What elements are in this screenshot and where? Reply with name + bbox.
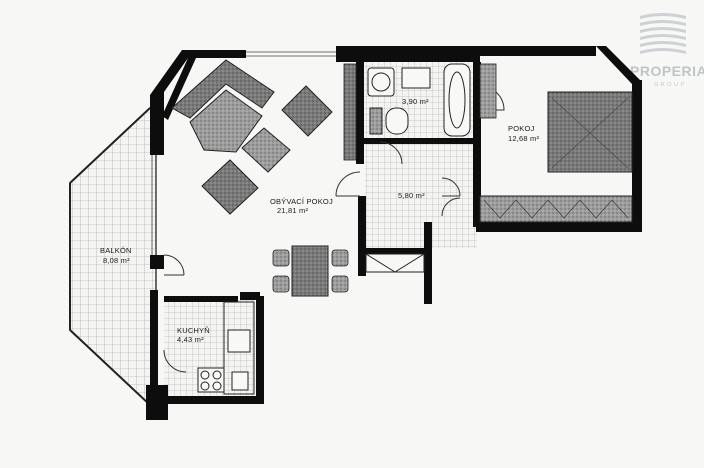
armchair [281, 85, 333, 137]
coffee-table [241, 127, 291, 173]
shaft [365, 253, 425, 273]
rug [201, 159, 259, 215]
dining-chairs [272, 249, 349, 293]
living-furniture [171, 59, 349, 297]
bathroom-area: 3,90 m² [402, 97, 429, 106]
kitchen-area: 4,43 m² [177, 335, 204, 344]
logo-subtitle: GROUP [654, 82, 687, 88]
living-room-name: OBÝVACÍ POKOJ [270, 197, 333, 206]
walls [146, 46, 642, 420]
bedroom-area: 12,68 m² [508, 134, 539, 143]
kitchen-fixtures [197, 301, 255, 395]
wardrobe [343, 63, 357, 161]
balcony-name: BALKÓN [100, 246, 132, 255]
balcony-area: 8,08 m² [103, 256, 130, 265]
washing-machine [401, 67, 431, 89]
dining-table [291, 245, 329, 297]
dresser [479, 63, 497, 119]
toilet [385, 107, 409, 135]
living-room-area: 21,81 m² [277, 206, 308, 215]
bedroom-furniture [479, 63, 633, 223]
hall-area: 5,80 m² [398, 191, 425, 200]
logo-mark-icon [640, 13, 686, 54]
windows [151, 51, 336, 255]
bathroom-fixtures [367, 63, 471, 137]
hall-floor [365, 142, 477, 248]
logo-name: PROPERIA [630, 63, 704, 79]
bedroom-name: POKOJ [508, 124, 534, 133]
kitchen-sink [227, 329, 251, 353]
kitchen-name: KUCHYŇ [177, 326, 210, 335]
sofa [171, 59, 275, 153]
logo: PROPERIA GROUP [630, 13, 704, 88]
